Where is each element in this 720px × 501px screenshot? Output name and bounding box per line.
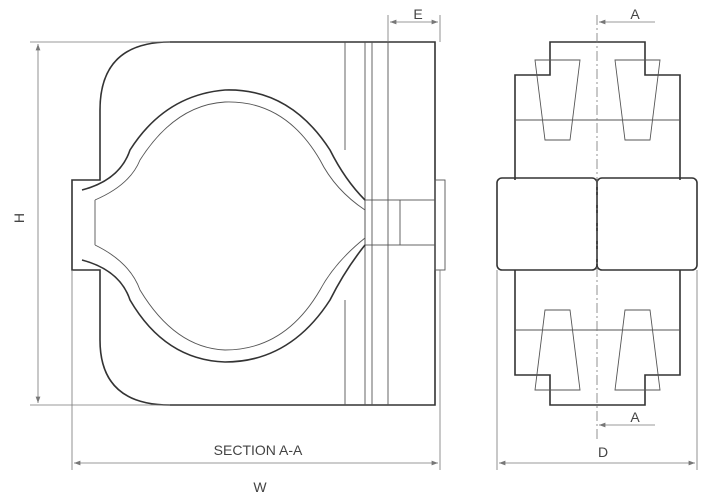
side-upper-body [514,41,681,180]
section-title: SECTION A-A [214,442,303,458]
dimension-label-e: E [413,6,422,22]
clamp-upper-jaw [81,89,366,201]
dimension-label-d: D [598,444,608,460]
section-marker-a-bottom: A [630,409,640,425]
section-view [71,41,446,406]
side-right-block [596,177,698,271]
side-left-block [496,177,598,271]
dimensions [30,15,698,470]
section-marker-a-top: A [630,6,640,22]
dimension-label-h: H [11,213,27,223]
side-lower-body [514,270,681,406]
body-outline [71,41,436,406]
clamp-lower-jaw [81,244,366,363]
dimension-label-w: W [253,479,267,495]
side-view [496,15,698,440]
right-tab [434,179,446,271]
